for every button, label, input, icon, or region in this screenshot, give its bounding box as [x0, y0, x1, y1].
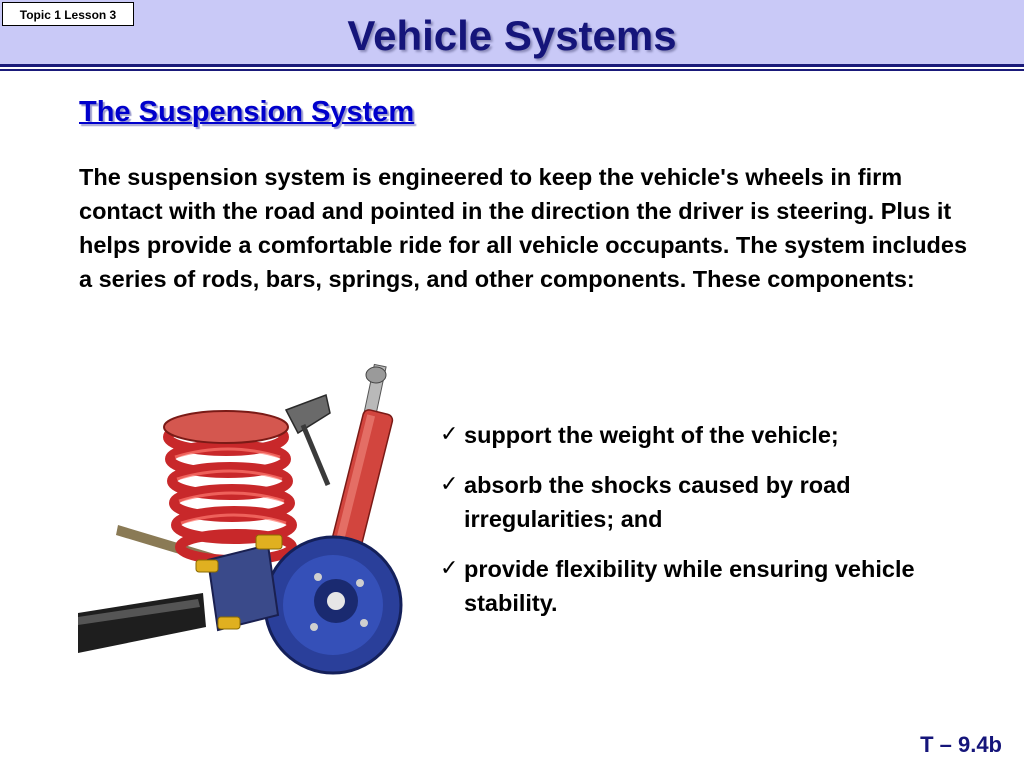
checkmark-icon: ✓ [440, 422, 459, 447]
coil-spring [163, 418, 297, 565]
backing-plate [206, 543, 280, 632]
suspension-assembly-illustration [78, 363, 403, 675]
slide-title: Vehicle Systems [347, 12, 677, 59]
header-rule [0, 64, 1024, 67]
header-band [0, 0, 1024, 64]
header-rule-thin [0, 69, 1024, 71]
list-item: ✓ support the weight of the vehicle; [438, 418, 978, 452]
list-item-text: support the weight of the vehicle; [464, 422, 839, 448]
list-item: ✓ absorb the shocks caused by road irreg… [438, 468, 978, 536]
list-item: ✓ provide flexibility while ensuring veh… [438, 552, 978, 620]
checkmark-icon: ✓ [440, 556, 459, 581]
component-functions-list: ✓ support the weight of the vehicle; ✓ a… [438, 418, 978, 636]
topic-label: Topic 1 Lesson 3 [2, 2, 134, 26]
list-item-text: provide flexibility while ensuring vehic… [464, 556, 915, 616]
mount-bracket [284, 393, 331, 435]
checkmark-icon: ✓ [440, 472, 459, 497]
slide-number: T – 9.4b [920, 732, 1002, 757]
intro-paragraph: The suspension system is engineered to k… [79, 164, 968, 292]
section-heading: The Suspension System [79, 96, 415, 128]
list-item-text: absorb the shocks caused by road irregul… [464, 472, 851, 532]
